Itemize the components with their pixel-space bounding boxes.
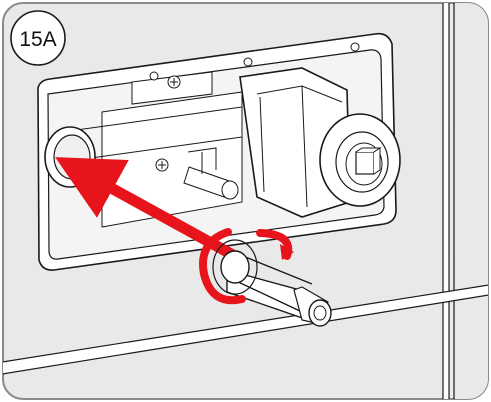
motor-housing <box>239 67 401 218</box>
crank-rod <box>212 239 332 327</box>
panel-edge-vertical <box>442 3 450 399</box>
step-badge <box>10 10 66 66</box>
step-label: 15A <box>19 28 56 51</box>
drive-shaft-square <box>355 151 375 175</box>
insert-direction-arrow <box>55 157 245 265</box>
